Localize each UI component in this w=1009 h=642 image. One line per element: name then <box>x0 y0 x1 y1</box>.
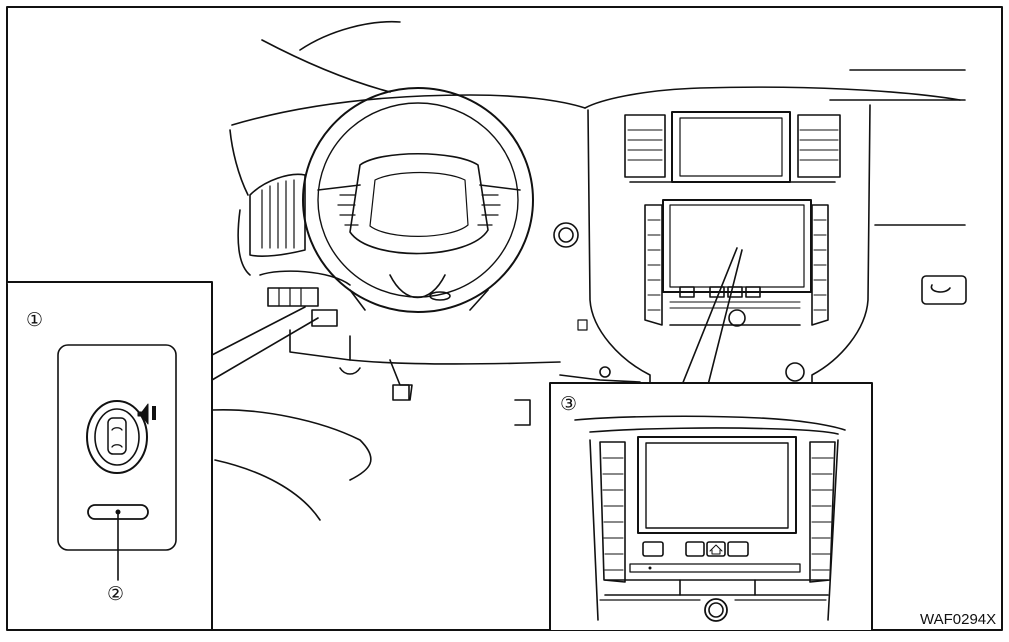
inset-right-vent <box>809 441 836 583</box>
inset-volume-knob <box>704 598 728 622</box>
dash-top-right <box>584 86 961 109</box>
console-btn-3 <box>727 286 743 298</box>
figure-frame <box>6 6 1003 631</box>
inset-slot-dot <box>648 566 652 570</box>
sonar-switch-outer <box>86 400 148 474</box>
left-vent-housing <box>249 173 306 257</box>
glovebox-handle <box>930 284 951 293</box>
console-side <box>514 399 531 426</box>
dash-knob-inner <box>558 227 574 243</box>
sonar-switch-inner <box>94 408 140 466</box>
console-right-edge <box>811 104 871 386</box>
pedal-pad <box>392 384 410 401</box>
speaker-icon <box>137 403 149 425</box>
upper-right-vent <box>797 114 841 178</box>
column-lines <box>349 289 489 311</box>
inset-volume-knob-inner <box>708 602 724 618</box>
inset-dash-top-2 <box>589 427 839 435</box>
home-icon <box>709 544 723 555</box>
wheel-bottom-spoke <box>389 274 446 299</box>
console-btn-4 <box>745 286 761 298</box>
wheel-spokes <box>317 184 521 191</box>
right-wheel-buttons <box>477 194 501 226</box>
inset-btn-3 <box>727 541 749 557</box>
airbag-cover <box>369 171 469 237</box>
windshield-line-2 <box>299 20 401 51</box>
console-slot <box>669 301 801 309</box>
center-left-vent <box>644 204 663 326</box>
left-wheel-buttons <box>337 194 359 226</box>
seat-outline-2 <box>214 459 321 521</box>
callout-3: ③ <box>560 394 577 415</box>
callout-2: ② <box>107 584 124 605</box>
upper-left-vent-slats <box>627 129 663 161</box>
car-icon-waves <box>111 427 123 448</box>
inset-btn-2 <box>685 541 705 557</box>
leader-line-3-right <box>707 249 743 386</box>
inset-right-vent-slats <box>811 457 834 571</box>
seat-outline <box>211 408 372 481</box>
console-left-edge <box>587 109 651 386</box>
steering-wheel-rim <box>302 87 534 313</box>
inset-btn-1 <box>642 541 664 557</box>
lower-switch-box <box>311 309 338 327</box>
left-vent-slats <box>261 179 295 249</box>
speaker-bar-icon <box>152 406 156 420</box>
dashboard-illustration <box>211 20 967 521</box>
dash-top-edge <box>231 94 586 126</box>
inset-lower-lines <box>604 579 829 596</box>
dash-left-bulge <box>237 209 251 276</box>
center-right-vent-slats <box>813 219 827 311</box>
inset-left-vent-slats <box>602 457 624 571</box>
leader-line-1-top <box>211 306 306 356</box>
floor-line <box>559 374 641 383</box>
steering-hub <box>349 152 489 255</box>
upper-left-vent <box>624 114 666 178</box>
inset-console <box>549 382 873 631</box>
windshield-line <box>261 39 391 93</box>
callout-1: ① <box>26 310 43 331</box>
inset-switch-panel <box>6 281 213 631</box>
leader-line-1-bottom <box>211 317 319 381</box>
center-display <box>662 199 812 293</box>
lower-switch-bank <box>267 287 319 307</box>
center-display-glass <box>669 204 805 288</box>
pedal-hint <box>339 367 361 375</box>
right-knob <box>785 362 805 382</box>
home-button <box>706 541 726 557</box>
lower-dash-line <box>349 359 561 365</box>
console-btn-1 <box>679 286 695 298</box>
leader-line-3-left <box>681 247 738 386</box>
center-left-vent-slats <box>647 219 661 311</box>
glovebox-latch <box>921 275 967 305</box>
upper-right-vent-slats <box>799 129 839 161</box>
figure-code: WAF0294X <box>920 611 996 628</box>
left-small-knob <box>599 366 611 378</box>
car-icon <box>107 417 127 455</box>
dash-knob <box>553 222 579 248</box>
center-right-vent <box>811 204 829 326</box>
knee-panel <box>289 329 351 361</box>
switch-dividers <box>278 287 302 307</box>
steering-wheel-inner-rim <box>317 102 519 298</box>
inset-left-vent <box>599 441 626 583</box>
inset-console-left <box>589 439 599 621</box>
inset-lower-dividers <box>679 579 756 596</box>
pillar-left <box>229 129 249 196</box>
lower-dash-edge <box>259 270 351 286</box>
inset-disc-slot <box>629 563 801 573</box>
inset-display <box>637 436 797 534</box>
inset-1-frame <box>6 281 213 631</box>
column-knob <box>429 291 451 301</box>
console-knob <box>728 309 746 327</box>
inset-dash-top <box>574 415 846 431</box>
upper-display-glass <box>679 117 783 177</box>
dash-small-switch <box>577 319 588 331</box>
inset-display-glass <box>645 442 789 529</box>
inset-console-right <box>827 439 839 621</box>
upper-display <box>671 111 791 183</box>
switch-panel-plate <box>57 344 177 551</box>
